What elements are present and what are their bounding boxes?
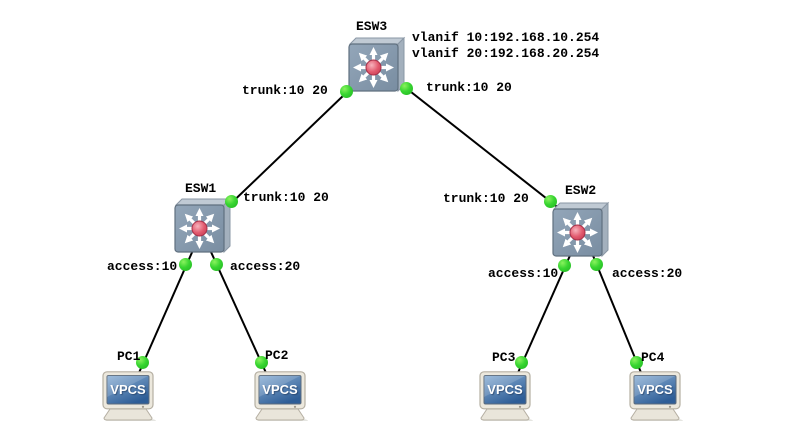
- node-label-esw2: ESW2: [565, 183, 597, 198]
- port-dot-pc2: [255, 356, 268, 369]
- port-label-esw2-right: access:20: [612, 266, 683, 281]
- port-dot-esw2-uplink: [544, 195, 557, 208]
- node-pc1[interactable]: VPCS: [98, 371, 158, 421]
- ethernet-switch-icon: [347, 36, 407, 93]
- port-label-esw2-left: access:10: [488, 266, 559, 281]
- vpcs-computer-icon: [98, 371, 158, 421]
- port-dot-esw3-right: [400, 82, 413, 95]
- node-esw1[interactable]: [173, 197, 233, 259]
- node-label-pc3: PC3: [492, 350, 516, 365]
- vpcs-computer-icon: [625, 371, 685, 421]
- node-pc2[interactable]: VPCS: [250, 371, 310, 421]
- port-label-esw1-left: access:10: [107, 259, 178, 274]
- port-label-esw3-left: trunk:10 20: [242, 83, 328, 98]
- node-pc3[interactable]: VPCS: [475, 371, 535, 421]
- node-label-pc2: PC2: [265, 348, 289, 363]
- node-label-esw3: ESW3: [356, 19, 388, 34]
- node-label-esw1: ESW1: [185, 181, 217, 196]
- port-label-esw1-right: access:20: [230, 259, 301, 274]
- ethernet-switch-icon: [551, 201, 611, 258]
- port-dot-esw1-left: [179, 258, 192, 271]
- port-dot-esw2-right: [590, 258, 603, 271]
- vpcs-computer-icon: [475, 371, 535, 421]
- node-label-pc4: PC4: [641, 350, 665, 365]
- port-dot-esw1-right: [210, 258, 223, 271]
- vlanif-annotation-2: vlanif 20:192.168.20.254: [412, 46, 600, 61]
- node-esw2[interactable]: [551, 201, 611, 263]
- port-dot-esw3-left: [340, 85, 353, 98]
- node-label-pc1: PC1: [117, 349, 141, 364]
- port-label-esw2-uplink: trunk:10 20: [443, 191, 529, 206]
- port-label-esw1-uplink: trunk:10 20: [243, 190, 329, 205]
- port-label-esw3-right: trunk:10 20: [426, 80, 512, 95]
- ethernet-switch-icon: [173, 197, 233, 254]
- port-dot-esw1-uplink: [225, 195, 238, 208]
- vpcs-computer-icon: [250, 371, 310, 421]
- node-pc4[interactable]: VPCS: [625, 371, 685, 421]
- port-dot-pc3: [515, 356, 528, 369]
- vlanif-annotation-1: vlanif 10:192.168.10.254: [412, 30, 600, 45]
- port-dot-pc4: [630, 356, 643, 369]
- node-esw3[interactable]: [347, 36, 407, 98]
- port-dot-pc1: [136, 356, 149, 369]
- port-dot-esw2-left: [558, 259, 571, 272]
